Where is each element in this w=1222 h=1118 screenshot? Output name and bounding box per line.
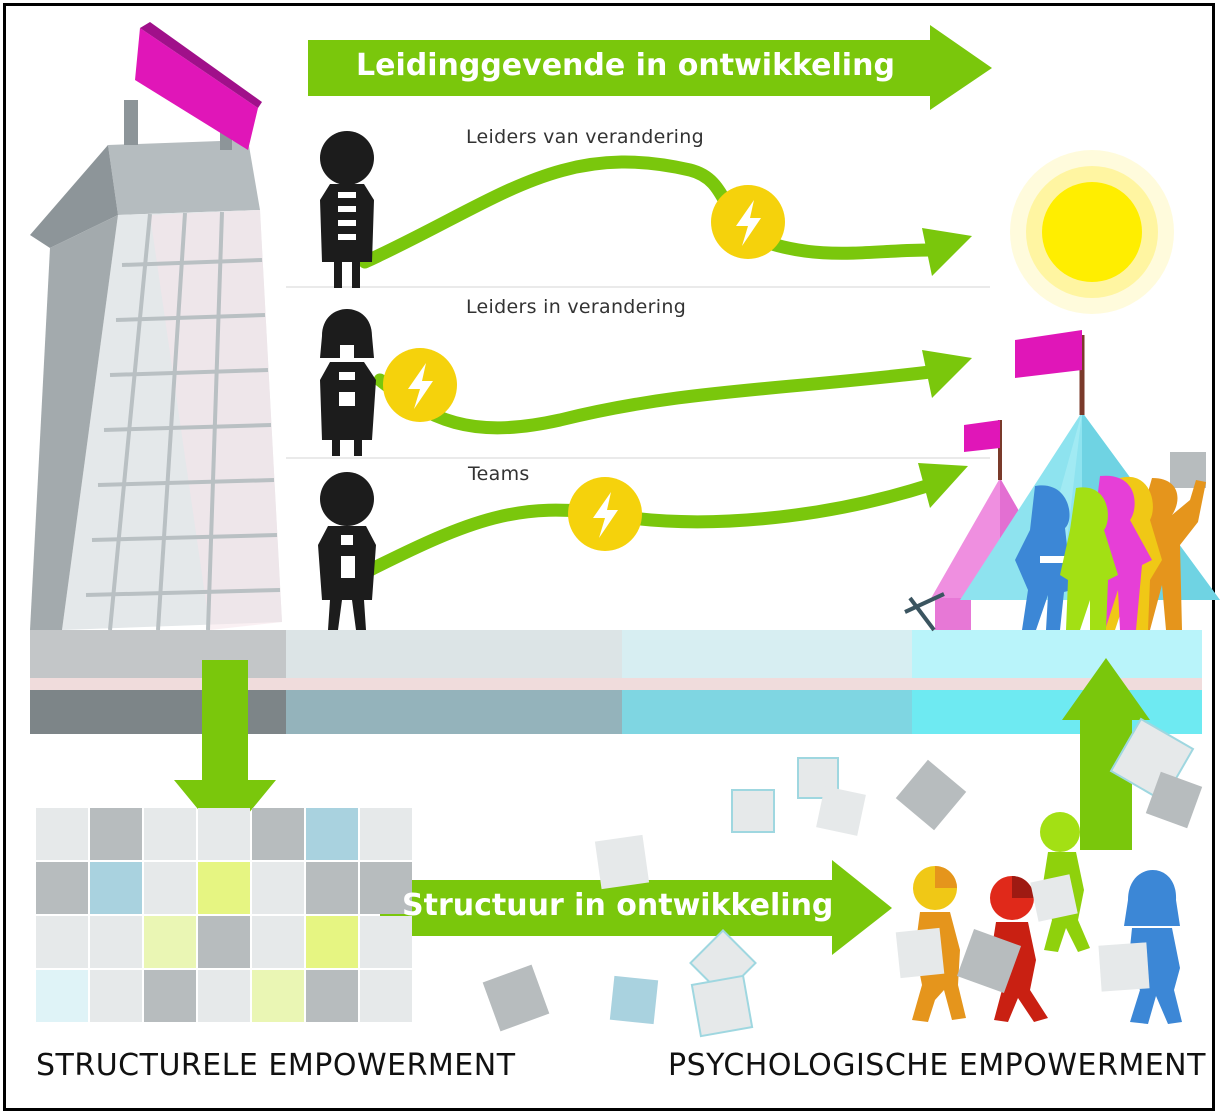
walking-person-icon xyxy=(1030,812,1090,952)
walking-person-icon xyxy=(1098,870,1182,1024)
middle-arrow-label: Structuur in ontwikkeling xyxy=(402,888,834,923)
building-icon xyxy=(30,22,282,631)
top-arrow xyxy=(308,25,992,110)
up-arrow xyxy=(1062,658,1150,850)
structurele-empowerment-label: STRUCTURELE EMPOWERMENT xyxy=(36,1048,516,1083)
row3-curve xyxy=(363,478,937,577)
walking-person-icon xyxy=(895,866,966,1022)
row-label-teams: Teams xyxy=(468,463,530,485)
people-group-icon xyxy=(1015,452,1206,630)
row-label-leiders-van-verandering: Leiders van verandering xyxy=(466,126,704,148)
person-icon xyxy=(320,309,376,456)
lightning-bolt-icon xyxy=(383,348,457,422)
row2-curve xyxy=(373,365,937,435)
structure-grid xyxy=(36,808,412,1022)
lightning-bolt-icon xyxy=(711,185,785,259)
person-icon xyxy=(320,131,374,288)
down-arrow xyxy=(174,660,276,842)
sun-icon xyxy=(1010,150,1174,314)
diagram-frame xyxy=(3,3,1215,1111)
walking-person-icon xyxy=(956,876,1048,1022)
middle-arrow xyxy=(380,860,892,955)
top-arrow-label: Leidinggevende in ontwikkeling xyxy=(356,48,895,83)
person-icon xyxy=(318,472,376,630)
lightning-bolt-icon xyxy=(568,477,642,551)
row1-curve xyxy=(358,155,937,269)
psychologische-empowerment-label: PSYCHOLOGISCHE EMPOWERMENT xyxy=(668,1048,1206,1083)
paper-sheet-icon xyxy=(482,717,1203,1038)
row-label-leiders-in-verandering: Leiders in verandering xyxy=(466,296,687,318)
